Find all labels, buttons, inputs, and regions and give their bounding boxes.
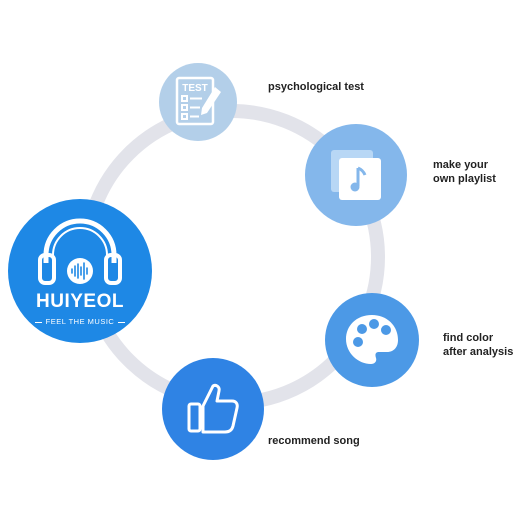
- step-label-make-playlist: make your own playlist: [433, 159, 496, 185]
- thumbs-up-icon: [187, 383, 239, 434]
- step-psychological-test: TEST: [159, 63, 237, 141]
- brand-tagline-row: FEEL THE MUSIC: [8, 317, 152, 326]
- test-icon-text: TEST: [182, 83, 208, 94]
- brand-tagline: FEEL THE MUSIC: [45, 317, 115, 326]
- step-label-recommend-song: recommend song: [268, 435, 360, 447]
- tagline-divider: [34, 321, 42, 323]
- step-recommend-song: [162, 358, 264, 460]
- brand-name: HUIYEOL: [36, 291, 124, 312]
- step-find-color: [325, 293, 419, 387]
- headphones-icon: [38, 218, 122, 285]
- huiyeol-logo: HUIYEOL FEEL THE MUSIC: [8, 199, 152, 343]
- music-playlist-icon: [331, 150, 381, 200]
- tagline-divider: [118, 321, 126, 323]
- color-palette-icon: [346, 315, 398, 364]
- step-label-find-color: find color after analysis: [443, 332, 514, 358]
- step-make-playlist: [305, 124, 407, 226]
- step-label-psychological-test: psychological test: [268, 81, 364, 93]
- test-checklist-icon: TEST: [175, 76, 221, 126]
